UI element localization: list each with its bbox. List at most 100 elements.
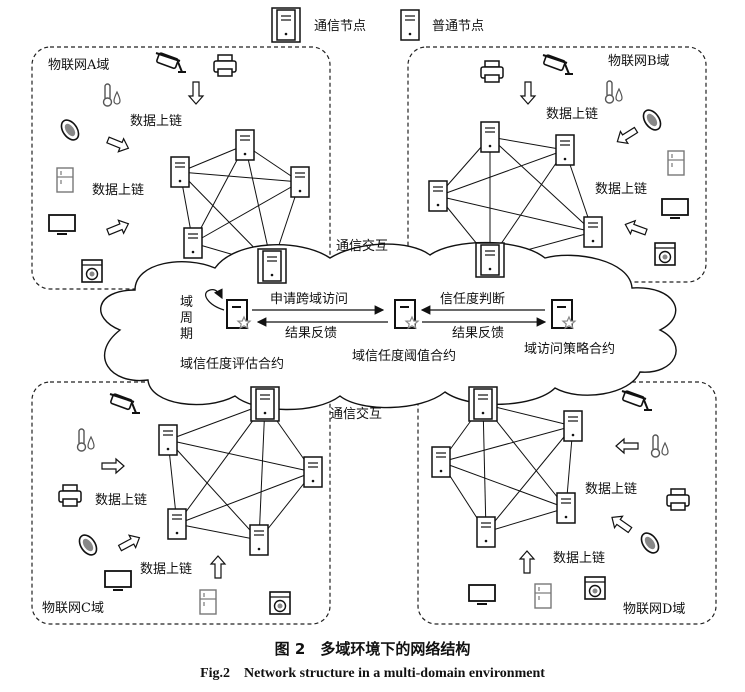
data-upchain-label: 数据上链 [595, 182, 648, 197]
fridge-icon [56, 167, 74, 193]
policy-contract-label: 域访问策略合约 [524, 342, 616, 357]
normal-node-icon [583, 216, 603, 248]
thermometer-icon [604, 80, 623, 104]
comm-node-icon [257, 248, 287, 284]
printer-icon [666, 488, 690, 511]
printer-icon [213, 54, 237, 77]
normal-node-icon [555, 134, 575, 166]
fridge-icon [667, 150, 685, 176]
legend-normal-node-label: 普通节点 [432, 19, 485, 34]
washer-icon [584, 576, 606, 600]
tv-icon [48, 214, 76, 235]
printer-icon [480, 60, 504, 83]
policy-contract-icon [551, 299, 576, 329]
mouse-icon [75, 531, 101, 559]
upload-arrow [622, 217, 649, 240]
legend-comm-node-icon [271, 7, 301, 43]
domain-d-network [440, 403, 574, 533]
normal-node-icon [170, 156, 190, 188]
data-upchain-label: 数据上链 [585, 482, 638, 497]
domain-c-label: 物联网C域 [42, 601, 104, 616]
normal-node-icon [183, 227, 203, 259]
upload-arrow [519, 550, 535, 574]
eval-contract-icon [226, 299, 251, 329]
threshold-contract-icon [394, 299, 419, 329]
thermometer-icon [102, 83, 121, 107]
tv-icon [661, 198, 689, 219]
upload-arrow [520, 81, 536, 105]
camera-icon [109, 392, 141, 414]
camera-icon [621, 389, 653, 411]
normal-node-icon [249, 524, 269, 556]
comm-node-icon [468, 386, 498, 422]
domain-b-label: 物联网B域 [608, 54, 670, 69]
caption-cn: 图 2 多域环境下的网络结构 [274, 640, 471, 658]
upload-arrow [210, 555, 226, 579]
washer-icon [269, 591, 291, 615]
camera-icon [542, 53, 574, 75]
data-upchain-label: 数据上链 [95, 493, 148, 508]
data-upchain-label: 数据上链 [140, 562, 193, 577]
upload-arrow [104, 132, 132, 156]
domain-c-network [167, 403, 314, 541]
upload-arrow [615, 438, 639, 454]
mouse-icon [639, 106, 665, 134]
caption-en: Fig.2 Network structure in a multi-domai… [200, 666, 545, 681]
tv-icon [104, 570, 132, 591]
result-feedback-label: 结果反馈 [285, 326, 338, 341]
contract-arrows [252, 305, 547, 327]
threshold-contract-label: 域信任度阈值合约 [352, 349, 457, 364]
data-upchain-label: 数据上链 [92, 183, 145, 198]
upload-arrow [116, 530, 144, 555]
domain-a-box [31, 46, 331, 290]
upload-arrow [613, 123, 641, 149]
domain-cycle-arrow [205, 288, 225, 311]
fridge-icon [199, 589, 217, 615]
legend-comm-node-label: 通信节点 [314, 19, 367, 34]
domain-cycle-label: 域周期 [180, 295, 194, 342]
camera-icon [155, 51, 187, 73]
thermometer-icon [650, 434, 669, 458]
mouse-icon [57, 116, 83, 144]
comm-interaction-label: 通信交互 [336, 239, 389, 254]
data-upchain-label: 数据上链 [546, 107, 599, 122]
washer-icon [81, 259, 103, 283]
eval-contract-label: 域信任度评估合约 [180, 357, 285, 372]
upload-arrow [607, 511, 635, 537]
data-upchain-label: 数据上链 [130, 114, 183, 129]
comm-node-icon [250, 386, 280, 422]
comm-interaction-label: 通信交互 [330, 407, 383, 422]
normal-node-icon [556, 492, 576, 524]
data-upchain-label: 数据上链 [553, 551, 606, 566]
legend-normal-node-icon [400, 9, 420, 41]
thermometer-icon [76, 428, 95, 452]
normal-node-icon [158, 424, 178, 456]
normal-node-icon [167, 508, 187, 540]
normal-node-icon [235, 129, 255, 161]
tv-icon [468, 584, 496, 605]
trust-judgment-label: 信任度判断 [440, 292, 506, 307]
normal-node-icon [428, 180, 448, 212]
upload-arrow [101, 458, 125, 474]
washer-icon [654, 242, 676, 266]
normal-node-icon [480, 121, 500, 153]
upload-arrow [188, 81, 204, 105]
normal-node-icon [303, 456, 323, 488]
upload-arrow [104, 216, 132, 240]
domain-d-label: 物联网D域 [623, 602, 686, 617]
result-feedback-label: 结果反馈 [452, 326, 505, 341]
domain-c-box [31, 381, 331, 625]
request-access-label: 申请跨域访问 [270, 292, 349, 307]
domain-b-box [407, 46, 707, 283]
domain-d-box [417, 381, 717, 625]
mouse-icon [637, 529, 663, 557]
printer-icon [58, 484, 82, 507]
domain-a-label: 物联网A域 [48, 58, 110, 73]
normal-node-icon [290, 166, 310, 198]
comm-node-icon [475, 242, 505, 278]
normal-node-icon [563, 410, 583, 442]
normal-node-icon [476, 516, 496, 548]
fridge-icon [534, 583, 552, 609]
normal-node-icon [431, 446, 451, 478]
